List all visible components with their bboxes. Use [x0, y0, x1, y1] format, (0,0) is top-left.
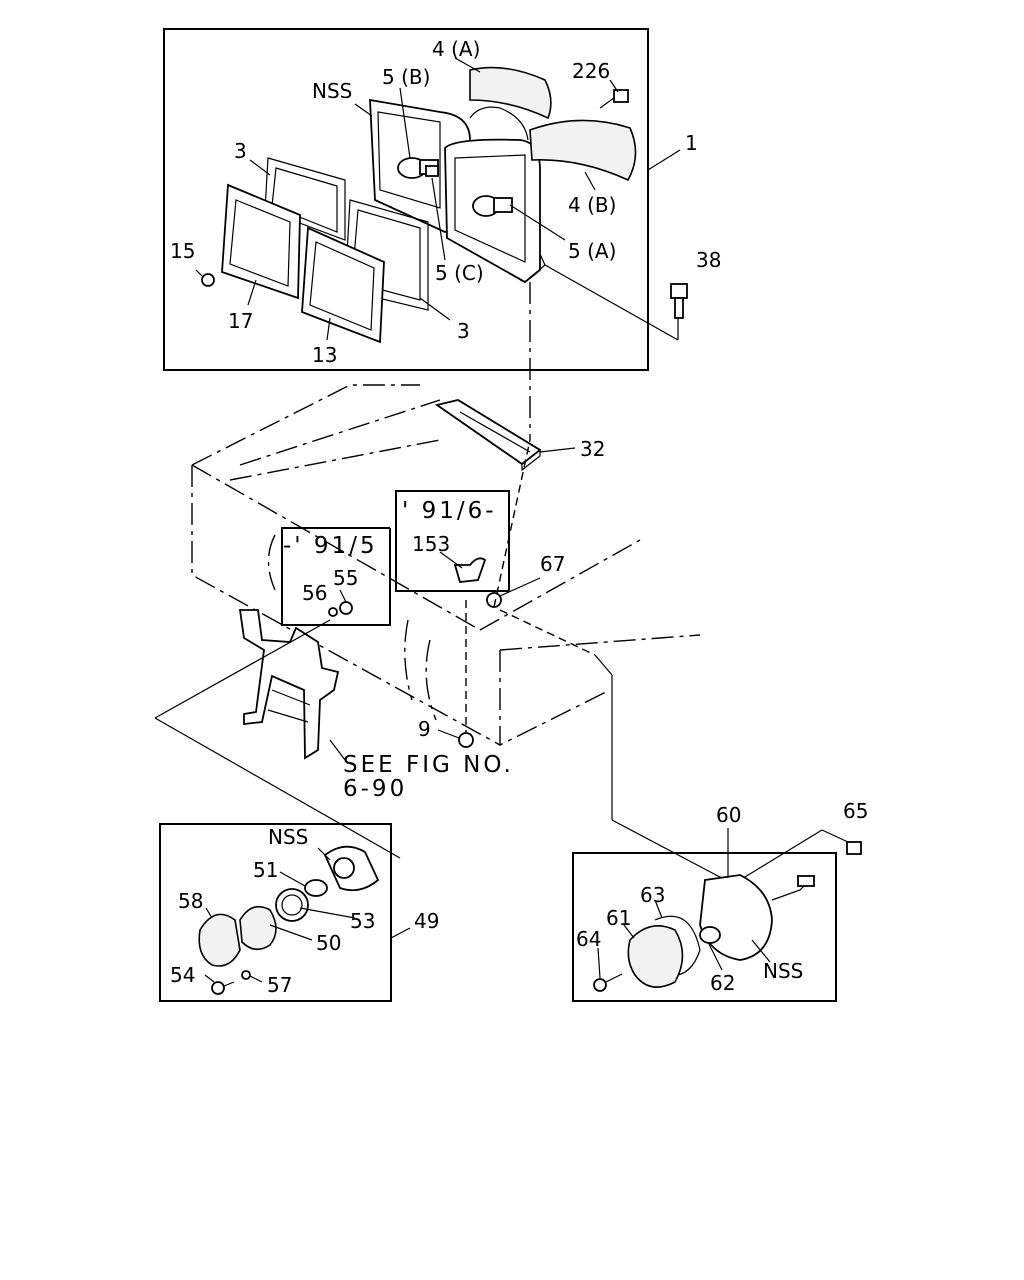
label-part-62: 62 [710, 971, 735, 995]
lens-50 [239, 905, 277, 951]
nut-55 [339, 601, 353, 615]
frame-bracket [238, 609, 340, 760]
washer-57 [241, 970, 251, 980]
see-fig-note-line1: SEE FIG NO. [343, 752, 514, 778]
label-part-3-upper: 3 [234, 139, 247, 163]
marker-lamp-box [159, 823, 392, 1002]
label-part-1: 1 [685, 131, 698, 155]
label-part-60: 60 [716, 803, 741, 827]
lens-61 [627, 924, 684, 988]
frame-body [191, 384, 701, 747]
note-box-after-91-6 [395, 490, 510, 592]
note-box-before-91-5 [281, 527, 391, 626]
visor-4a [469, 66, 552, 120]
label-part-17: 17 [228, 309, 253, 333]
label-part-5c: 5 (C) [435, 261, 484, 285]
label-part-153: 153 [412, 532, 450, 556]
visor-4b [529, 119, 637, 182]
screw-54 [211, 981, 235, 995]
label-part-3-lower: 3 [457, 319, 470, 343]
label-part-53: 53 [350, 909, 375, 933]
screw-226 [599, 89, 629, 109]
label-part-63: 63 [640, 883, 665, 907]
leader-lines-right [597, 828, 771, 979]
screw-15 [195, 269, 215, 287]
label-part-4b: 4 (B) [568, 193, 616, 217]
label-part-54: 54 [170, 963, 195, 987]
leader-67 [493, 439, 531, 608]
label-part-226: 226 [572, 59, 610, 83]
cover-58 [198, 913, 241, 967]
see-fig-note-line2: 6-90 [343, 776, 407, 802]
leader-lines-middle [154, 609, 849, 886]
gasket-53 [275, 888, 309, 922]
bracket-32 [434, 399, 542, 472]
label-part-64: 64 [576, 927, 601, 951]
label-part-65: 65 [843, 799, 868, 823]
label-part-67: 67 [540, 552, 565, 576]
label-nss-right: NSS [763, 959, 803, 983]
label-part-38: 38 [696, 248, 721, 272]
leader-lines-top [247, 57, 681, 341]
label-part-13: 13 [312, 343, 337, 367]
screw-64 [593, 973, 623, 992]
rear-lamp-box [572, 852, 837, 1002]
washer-56 [328, 607, 338, 617]
lens-13 [301, 226, 385, 344]
label-part-56: 56 [302, 581, 327, 605]
lamp-base [323, 845, 380, 892]
label-part-55: 55 [333, 566, 358, 590]
lens-17 [221, 183, 301, 300]
label-part-5b: 5 (B) [382, 65, 430, 89]
clip-153 [453, 557, 487, 583]
label-nss-left: NSS [268, 825, 308, 849]
lamp-housing [369, 98, 546, 284]
label-part-57: 57 [267, 973, 292, 997]
leader-lines-left [204, 847, 411, 983]
lamp-body-60 [699, 874, 815, 961]
bolt-38 [670, 283, 688, 319]
label-part-4a: 4 (A) [432, 37, 480, 61]
bulb-5c [425, 165, 439, 177]
label-part-58: 58 [178, 889, 203, 913]
label-part-49: 49 [414, 909, 439, 933]
nut-9 [458, 732, 474, 748]
lamp-assembly-box [163, 28, 649, 371]
label-part-61: 61 [606, 906, 631, 930]
label-part-15: 15 [170, 239, 195, 263]
bulb-62 [699, 926, 721, 944]
label-part-32: 32 [580, 437, 605, 461]
label-nss-top: NSS [312, 79, 352, 103]
label-part-5a: 5 (A) [568, 239, 616, 263]
label-part-50: 50 [316, 931, 341, 955]
note-after-91-6: ' 91/6- [402, 498, 497, 524]
screw-65 [846, 841, 862, 855]
note-before-91-5: -' 91/5 [283, 533, 378, 559]
bulb-51 [304, 879, 328, 897]
bulb-5a [472, 195, 513, 217]
label-part-51: 51 [253, 858, 278, 882]
label-part-9: 9 [418, 717, 431, 741]
gasket-3-left [264, 157, 346, 241]
